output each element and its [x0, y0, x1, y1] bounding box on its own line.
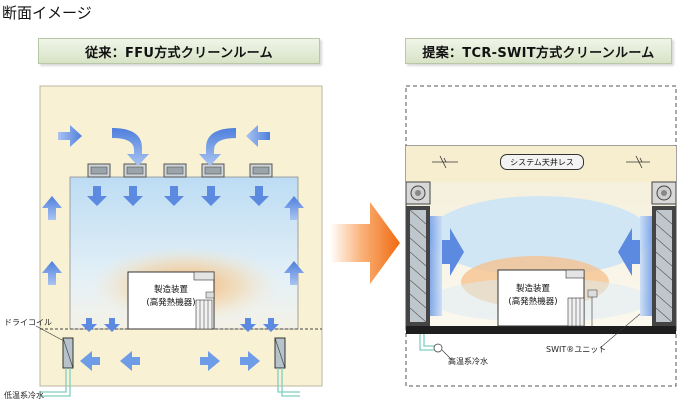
- equipment-sub-right: (高発熱機器): [508, 297, 558, 307]
- chilled-water-pipes: [40, 368, 300, 397]
- supply-arrow-left: [442, 228, 464, 276]
- proposal-banner: 提案：TCR-SWIT方式クリーンルーム: [405, 38, 672, 64]
- proposal-room: [405, 85, 677, 387]
- cold-water-label: 低温系冷水: [4, 391, 44, 400]
- hot-water-label: 高温系冷水: [448, 357, 488, 366]
- ffu-units: [87, 163, 273, 178]
- hot-water-pipes: [419, 334, 438, 351]
- supply-arrow-right: [618, 228, 640, 276]
- dry-coil-label: ドライコイル: [4, 318, 52, 327]
- ceiling-less-label: システム天井レス: [500, 154, 584, 170]
- page-title: 断面イメージ: [2, 4, 92, 22]
- equipment-label-right: 製造装置 (高発熱機器): [498, 283, 568, 309]
- conventional-room: [35, 85, 323, 397]
- ceiling-fan-marks: [432, 155, 650, 169]
- equipment-left: [127, 271, 215, 330]
- equipment-right: [497, 269, 598, 327]
- dry-coils: [62, 337, 286, 369]
- air-flow-arrows-left: [42, 125, 304, 371]
- conventional-banner: 従来：FFU方式クリーンルーム: [38, 38, 320, 64]
- equipment-sub-left: (高発熱機器): [146, 298, 196, 308]
- swit-unit-left: [405, 181, 442, 326]
- equipment-name-left: 製造装置: [153, 285, 188, 295]
- swit-unit-label: SWIT®ユニット: [546, 345, 607, 354]
- transition-arrow: [330, 202, 400, 284]
- equipment-label-left: 製造装置 (高発熱機器): [128, 284, 214, 310]
- equipment-name-right: 製造装置: [515, 284, 550, 294]
- swit-unit-right: [640, 181, 677, 326]
